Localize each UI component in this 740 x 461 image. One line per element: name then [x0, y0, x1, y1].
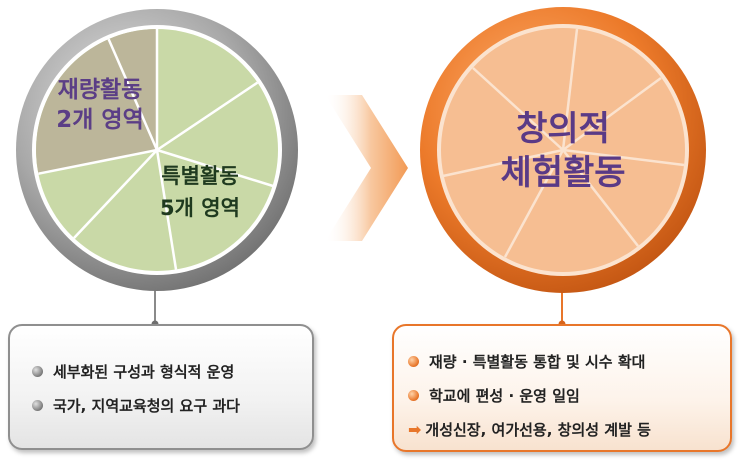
left-list-item-text: 세부화된 구성과 형식적 운영 — [53, 362, 235, 381]
right-circle: 창의적 체험활동 — [420, 7, 706, 293]
left-label-2-line2: 5개 영역 — [160, 196, 240, 220]
gray-bullet-icon — [32, 365, 43, 377]
arrow-right-icon: ➡ — [408, 419, 422, 439]
left-circle-dividers — [38, 29, 274, 270]
left-description-box: 세부화된 구성과 형식적 운영 국가, 지역교육청의 요구 과다 — [8, 324, 314, 450]
left-label-1-line2: 2개 영역 — [56, 107, 144, 133]
transition-arrow — [325, 95, 408, 241]
left-label-2-line1: 특별활동 — [161, 164, 238, 188]
right-title-line1: 창의적 — [516, 109, 610, 149]
orange-bullet-icon — [408, 355, 419, 367]
left-description-list: 세부화된 구성과 형식적 운영 국가, 지역교육청의 요구 과다 — [32, 354, 240, 422]
left-list-item: 국가, 지역교육청의 요구 과다 — [32, 388, 240, 422]
left-sector-2 — [36, 39, 157, 174]
right-list-item-text: 학교에 편성 · 운영 일임 — [429, 386, 580, 405]
left-list-item-text: 국가, 지역교육청의 요구 과다 — [53, 396, 240, 415]
gray-bullet-icon — [32, 399, 43, 411]
right-circle-dividers — [442, 28, 685, 258]
left-circle: 재량활동 2개 영역 특별활동 5개 영역 — [16, 9, 298, 291]
right-list-item: 재량 · 특별활동 통합 및 시수 확대 — [408, 344, 651, 378]
right-list-item-text: 재량 · 특별활동 통합 및 시수 확대 — [429, 352, 646, 371]
right-list-item: 학교에 편성 · 운영 일임 — [408, 378, 651, 412]
right-title-line2: 체험활동 — [500, 153, 625, 193]
right-list-arrow-item: ➡ 개성신장, 여가선용, 창의성 계발 등 — [408, 412, 651, 446]
right-description-box: 재량 · 특별활동 통합 및 시수 확대 학교에 편성 · 운영 일임 ➡ 개성… — [392, 324, 732, 452]
right-description-list: 재량 · 특별활동 통합 및 시수 확대 학교에 편성 · 운영 일임 ➡ 개성… — [408, 344, 651, 446]
left-label-1-line1: 재량활동 — [58, 77, 143, 103]
right-list-arrow-text: 개성신장, 여가선용, 창의성 계발 등 — [425, 420, 651, 439]
left-list-item: 세부화된 구성과 형식적 운영 — [32, 354, 240, 388]
orange-bullet-icon — [408, 389, 419, 401]
